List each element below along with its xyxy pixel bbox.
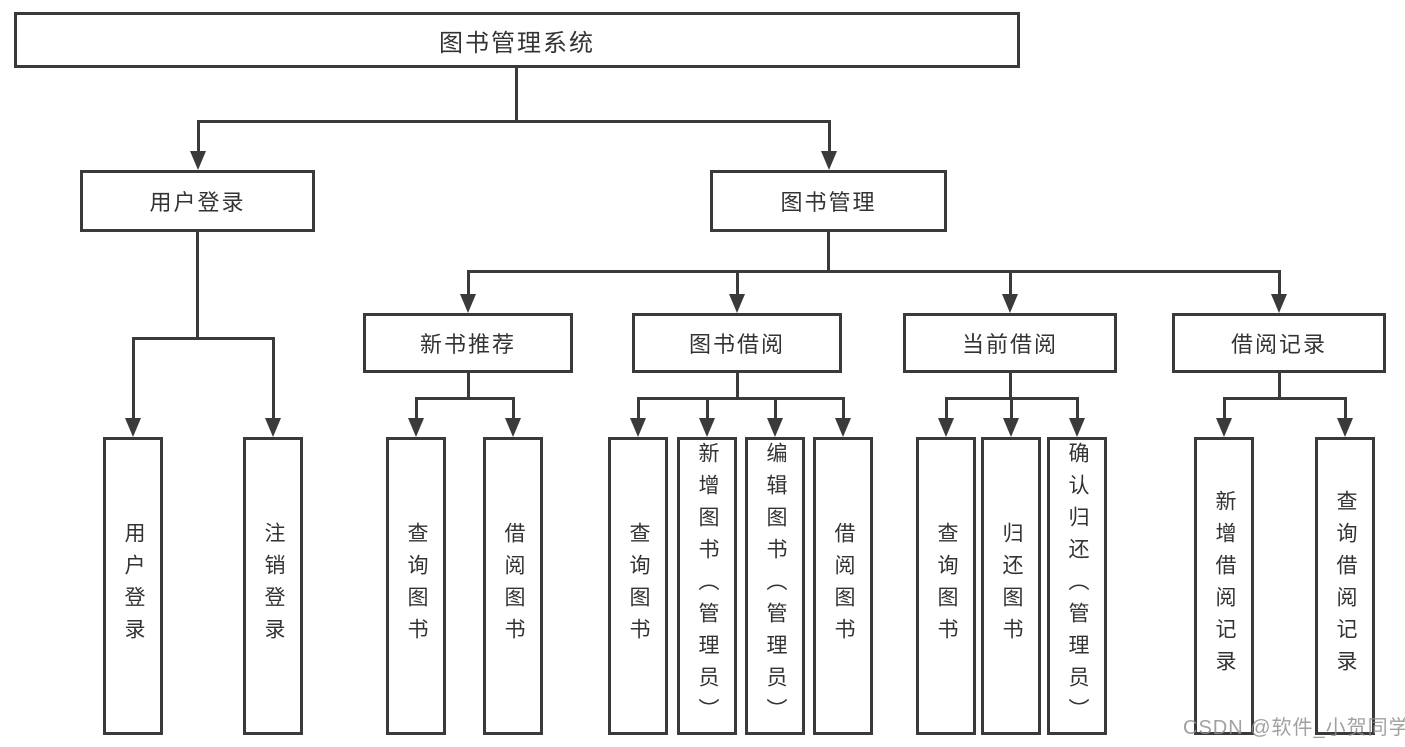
connector-line — [828, 120, 831, 152]
leaf-confirm-return-admin: 确认归还（管理员） — [1047, 437, 1107, 735]
arrow-down-icon — [699, 418, 715, 437]
leaf-current-query-books: 查询图书 — [916, 437, 976, 735]
leaf-edit-books-admin-label: 编辑图书（管理员） — [764, 442, 787, 730]
connector-line — [132, 337, 135, 419]
arrow-down-icon — [835, 418, 851, 437]
connector-line — [736, 373, 739, 398]
leaf-add-books-admin: 新增图书（管理员） — [677, 437, 737, 735]
node-current-borrow-label: 当前借阅 — [961, 332, 1058, 357]
connector-line — [467, 373, 470, 398]
node-new-book-recommend-label: 新书推荐 — [419, 332, 516, 357]
leaf-borrow-books: 借阅图书 — [813, 437, 873, 735]
watermark-text: CSDN @软件_小贺同学 — [1183, 717, 1405, 739]
leaf-add-borrow-record-label: 新增借阅记录 — [1213, 490, 1236, 682]
node-current-borrow: 当前借阅 — [903, 313, 1117, 373]
connector-line — [132, 337, 275, 340]
leaf-current-query-books-label: 查询图书 — [935, 522, 958, 650]
connector-line — [736, 270, 739, 295]
connector-line — [512, 397, 515, 419]
arrow-down-icon — [125, 418, 141, 437]
arrow-down-icon — [767, 418, 783, 437]
connector-line — [774, 397, 777, 419]
arrow-down-icon — [1069, 418, 1085, 437]
connector-line — [842, 397, 845, 419]
arrow-down-icon — [1271, 294, 1287, 313]
node-book-borrow-label: 图书借阅 — [688, 332, 785, 357]
connector-line — [706, 397, 709, 419]
leaf-logout: 注销登录 — [243, 437, 303, 735]
arrow-down-icon — [1216, 418, 1232, 437]
connector-line — [1076, 397, 1079, 419]
node-book-management: 图书管理 — [710, 170, 947, 232]
connector-line — [196, 232, 199, 338]
node-borrow-records-label: 借阅记录 — [1230, 332, 1327, 357]
connector-line — [1010, 397, 1013, 419]
arrow-down-icon — [821, 151, 837, 170]
connector-line — [467, 270, 470, 295]
arrow-down-icon — [505, 418, 521, 437]
connector-line — [1278, 373, 1281, 398]
arrow-down-icon — [1337, 418, 1353, 437]
leaf-user-login: 用户登录 — [103, 437, 163, 735]
connector-line — [637, 397, 845, 400]
leaf-recommend-query-books-label: 查询图书 — [405, 522, 428, 650]
leaf-recommend-borrow-books: 借阅图书 — [483, 437, 543, 735]
arrow-down-icon — [1003, 418, 1019, 437]
connector-line — [1009, 270, 1012, 295]
arrow-down-icon — [190, 151, 206, 170]
node-user-login: 用户登录 — [80, 170, 315, 232]
connector-line — [1223, 397, 1347, 400]
leaf-query-borrow-record-label: 查询借阅记录 — [1334, 490, 1357, 682]
connector-line — [467, 270, 1281, 273]
leaf-recommend-query-books: 查询图书 — [386, 437, 446, 735]
connector-line — [1223, 397, 1226, 419]
connector-line — [1278, 270, 1281, 295]
leaf-return-books: 归还图书 — [981, 437, 1041, 735]
leaf-borrow-books-label: 借阅图书 — [832, 522, 855, 650]
leaf-confirm-return-admin-label: 确认归还（管理员） — [1066, 442, 1089, 730]
leaf-query-borrow-record: 查询借阅记录 — [1315, 437, 1375, 735]
connector-line — [637, 397, 640, 419]
connector-line — [197, 120, 830, 123]
node-book-borrow: 图书借阅 — [632, 313, 842, 373]
leaf-edit-books-admin: 编辑图书（管理员） — [745, 437, 805, 735]
connector-line — [1009, 373, 1012, 398]
leaf-borrow-query-books-label: 查询图书 — [627, 522, 650, 650]
node-book-management-label: 图书管理 — [780, 190, 877, 215]
node-root: 图书管理系统 — [14, 12, 1020, 68]
connector-line — [415, 397, 418, 419]
connector-line — [197, 120, 200, 152]
node-root-label: 图书管理系统 — [439, 29, 595, 57]
leaf-recommend-borrow-books-label: 借阅图书 — [502, 522, 525, 650]
arrow-down-icon — [460, 294, 476, 313]
node-new-book-recommend: 新书推荐 — [363, 313, 573, 373]
connector-line — [1344, 397, 1347, 419]
leaf-add-borrow-record: 新增借阅记录 — [1194, 437, 1254, 735]
arrow-down-icon — [1002, 294, 1018, 313]
connector-line — [272, 337, 275, 419]
connector-line — [415, 397, 515, 400]
arrow-down-icon — [938, 418, 954, 437]
connector-line — [515, 68, 518, 121]
node-user-login-label: 用户登录 — [149, 190, 246, 215]
leaf-user-login-label: 用户登录 — [122, 522, 145, 650]
leaf-borrow-query-books: 查询图书 — [608, 437, 668, 735]
leaf-logout-label: 注销登录 — [262, 522, 285, 650]
leaf-add-books-admin-label: 新增图书（管理员） — [696, 442, 719, 730]
connector-line — [945, 397, 948, 419]
arrow-down-icon — [408, 418, 424, 437]
node-borrow-records: 借阅记录 — [1172, 313, 1386, 373]
arrow-down-icon — [630, 418, 646, 437]
connector-line — [827, 232, 830, 271]
arrow-down-icon — [729, 294, 745, 313]
leaf-return-books-label: 归还图书 — [1000, 522, 1023, 650]
arrow-down-icon — [265, 418, 281, 437]
